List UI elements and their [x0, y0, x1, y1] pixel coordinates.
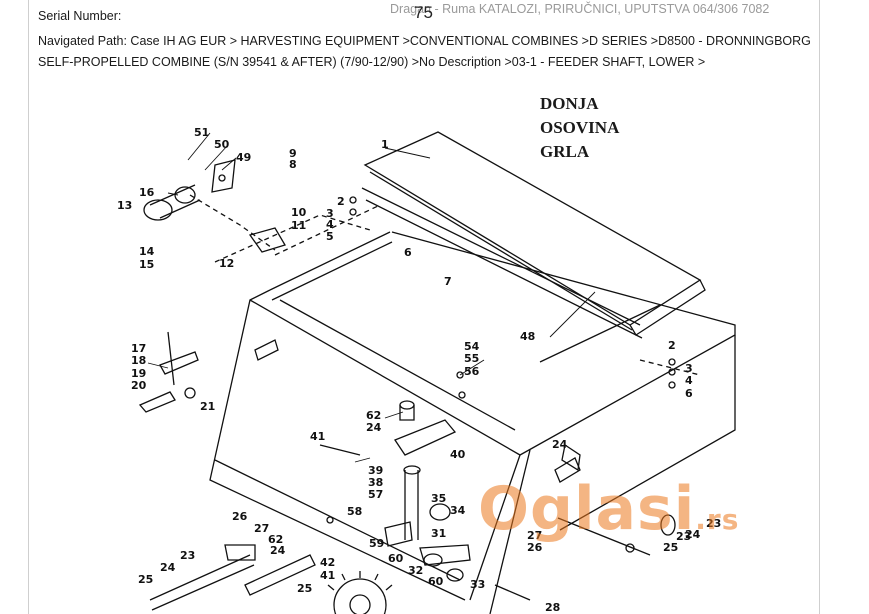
note-line2: OSOVINA — [540, 118, 620, 137]
navigated-path-line1: Navigated Path: Case IH AG EUR > HARVEST… — [38, 34, 811, 48]
callout-3-right: 3 — [685, 362, 693, 375]
callout-40: 40 — [450, 448, 466, 461]
callout-12: 12 — [219, 257, 234, 270]
callout-60-bottom: 60 — [428, 575, 444, 588]
watermark-main: Oglasi — [478, 474, 696, 544]
callout-39: 39 — [368, 464, 383, 477]
callout-25-right: 25 — [663, 541, 678, 554]
callout-48: 48 — [520, 330, 535, 343]
callout-27-right: 27 — [527, 529, 542, 542]
callout-62-left: 62 — [268, 533, 283, 546]
callout-20: 20 — [131, 379, 147, 392]
navigated-path-line2: SELF-PROPELLED COMBINE (S/N 39541 & AFTE… — [38, 55, 706, 69]
callout-41-bottom: 41 — [320, 569, 335, 582]
callout-32: 32 — [408, 564, 423, 577]
page-number: 75 — [414, 3, 433, 22]
watermark-suffix: .rs — [695, 503, 740, 536]
callout-24-right-b: 24 — [685, 528, 701, 541]
callout-35: 35 — [431, 492, 446, 505]
callout-50: 50 — [214, 138, 230, 151]
callout-56: 56 — [464, 365, 480, 378]
callout-42: 42 — [320, 556, 335, 569]
callout-41-center: 41 — [310, 430, 325, 443]
callout-15: 15 — [139, 258, 154, 271]
leader-lines — [147, 132, 596, 463]
callout-23-right-b: 23 — [676, 530, 691, 543]
callout-14: 14 — [139, 245, 155, 258]
callout-1: 1 — [381, 138, 389, 151]
callout-19: 19 — [131, 367, 146, 380]
serial-number-label: Serial Number: — [38, 9, 122, 23]
callout-17: 17 — [131, 342, 146, 355]
callout-27-left: 27 — [254, 522, 269, 535]
callout-49: 49 — [236, 151, 251, 164]
callout-18: 18 — [131, 354, 146, 367]
callout-8: 8 — [289, 158, 297, 171]
callout-4-top: 4 — [326, 218, 334, 231]
callout-31: 31 — [431, 527, 446, 540]
callout-9: 9 — [289, 147, 297, 160]
callout-38: 38 — [368, 476, 383, 489]
callout-11: 11 — [291, 219, 306, 232]
callout-10: 10 — [291, 206, 307, 219]
callout-54: 54 — [464, 340, 480, 353]
note-line3: GRLA — [540, 142, 590, 161]
callout-13: 13 — [117, 199, 132, 212]
callout-58: 58 — [347, 505, 362, 518]
top-watermark-text: Dragan - Ruma KATALOZI, PRIRUČNICI, UPUT… — [390, 2, 770, 16]
callout-33: 33 — [470, 578, 485, 591]
document-frame — [28, 0, 820, 614]
callout-23-left: 23 — [180, 549, 195, 562]
callout-23-right: 23 — [706, 517, 721, 530]
handwritten-note: DONJA OSOVINA GRLA — [540, 92, 619, 164]
callout-34: 34 — [450, 504, 466, 517]
oglasi-watermark-logo: Oglasi.rs — [478, 474, 739, 544]
callout-26-right: 26 — [527, 541, 543, 554]
callout-numbers: 51 50 49 9 8 16 13 10 11 14 15 12 2 3 4 … — [117, 126, 721, 614]
callout-60-left: 60 — [388, 552, 404, 565]
callout-6-top: 6 — [404, 246, 412, 259]
diagram-linework — [138, 131, 736, 614]
callout-2-top: 2 — [337, 195, 345, 208]
callout-21: 21 — [200, 400, 215, 413]
callout-51: 51 — [194, 126, 209, 139]
callout-25-bottom: 25 — [297, 582, 312, 595]
callout-7: 7 — [444, 275, 452, 288]
callout-55: 55 — [464, 352, 479, 365]
callout-4-right: 4 — [685, 374, 693, 387]
callout-5: 5 — [326, 230, 334, 243]
callout-24-center: 24 — [366, 421, 382, 434]
callout-24-left-b: 24 — [160, 561, 176, 574]
callout-24-right: 24 — [552, 438, 568, 451]
callout-57: 57 — [368, 488, 383, 501]
callout-16: 16 — [139, 186, 155, 199]
callout-3-top: 3 — [326, 207, 334, 220]
callout-59: 59 — [369, 537, 384, 550]
callout-62-center: 62 — [366, 409, 381, 422]
callout-28: 28 — [545, 601, 560, 614]
callout-25-left: 25 — [138, 573, 153, 586]
callout-6-right: 6 — [685, 387, 693, 400]
callout-26-left: 26 — [232, 510, 248, 523]
note-line1: DONJA — [540, 94, 599, 113]
callout-24-left-a: 24 — [270, 544, 286, 557]
callout-2-right: 2 — [668, 339, 676, 352]
